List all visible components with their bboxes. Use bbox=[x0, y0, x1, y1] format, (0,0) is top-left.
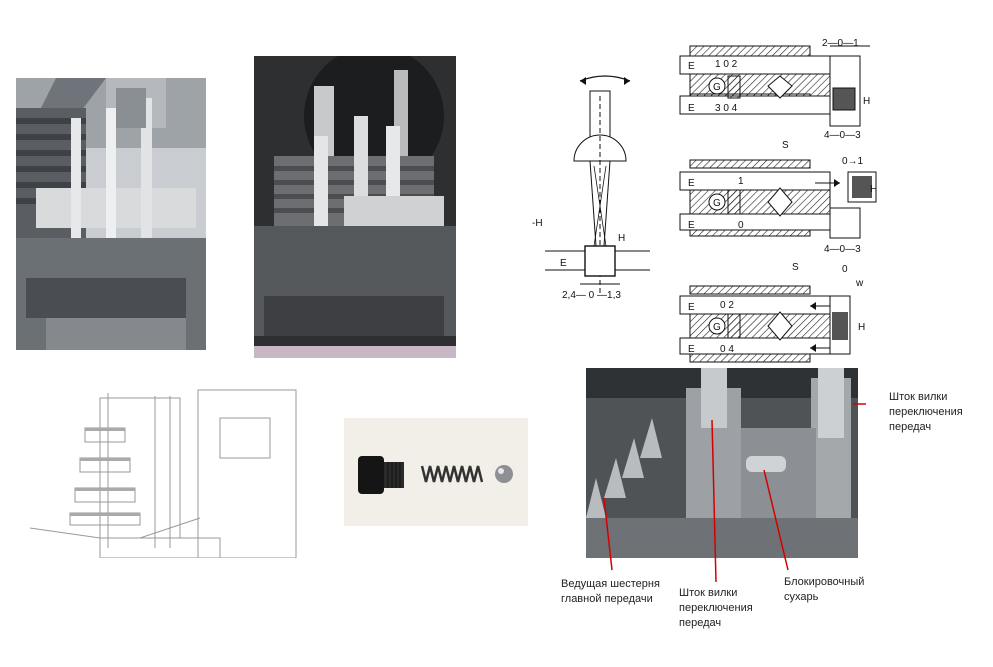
interlock-schematic: -H H E 2,4— 0 —1,3 2—0—1 1 0 2 3 0 4 G H… bbox=[530, 36, 878, 366]
minus-h-label: -H bbox=[532, 218, 543, 229]
row3-bot-nums: 0 4 bbox=[720, 344, 734, 355]
row3-g: G bbox=[713, 322, 721, 333]
label-shift-fork-shaft-right: Шток вилки переключения передач bbox=[889, 391, 963, 433]
label-drive-gear: Ведущая шестерня главной передачи bbox=[561, 578, 660, 605]
row1-h: H bbox=[863, 96, 870, 107]
plug-spring-ball-photo bbox=[344, 418, 528, 526]
row2-e-bottom: E bbox=[688, 220, 695, 231]
top-scale: 2—0—1 bbox=[822, 38, 859, 49]
row3-w: w bbox=[855, 278, 864, 289]
h-label: H bbox=[618, 233, 625, 244]
lever-scale: 2,4— 0 —1,3 bbox=[562, 290, 621, 301]
row1-scale: 4—0—3 bbox=[824, 130, 861, 141]
row1-bot-nums: 3 0 4 bbox=[715, 103, 738, 114]
row2-arrow: 0→1 bbox=[842, 156, 864, 167]
shaft-housing-photo bbox=[586, 368, 858, 558]
pointer-shaft-mid bbox=[711, 419, 717, 583]
pointer-lock-pin bbox=[763, 469, 789, 571]
row1-g: G bbox=[713, 82, 721, 93]
gearbox-photo-1 bbox=[16, 78, 206, 350]
row3-h: H bbox=[858, 322, 865, 333]
interlock-state-3 bbox=[679, 285, 851, 363]
row2-g: G bbox=[713, 198, 721, 209]
gearbox-line-drawing bbox=[30, 388, 300, 558]
shift-lever-drawing bbox=[545, 75, 650, 296]
e-label: E bbox=[560, 258, 567, 269]
row2-h: H bbox=[870, 184, 877, 195]
row1-top-nums: 1 0 2 bbox=[715, 59, 738, 70]
s-label-1: S bbox=[782, 140, 789, 151]
row3-top-nums: 0 2 bbox=[720, 300, 734, 311]
label-lock-pin: Блокировочный сухарь bbox=[784, 576, 865, 603]
gearbox-photo-2 bbox=[254, 56, 456, 358]
row2-e-top: E bbox=[688, 178, 695, 189]
label-shift-fork-shaft-mid: Шток вилки переключения передач bbox=[679, 587, 753, 629]
row1-e-bottom: E bbox=[688, 103, 695, 114]
row2-scale: 4—0—3 bbox=[824, 244, 861, 255]
row2-top-num: 1 bbox=[738, 176, 744, 187]
interlock-state-2 bbox=[679, 159, 877, 239]
row3-zero: 0 bbox=[842, 264, 848, 275]
row2-bot-num: 0 bbox=[738, 220, 744, 231]
interlock-state-1 bbox=[679, 45, 870, 127]
pointer-drive-gear bbox=[603, 497, 613, 571]
s-label-2: S bbox=[792, 262, 799, 273]
row3-e-bottom: E bbox=[688, 344, 695, 355]
row3-e-top: E bbox=[688, 302, 695, 313]
row1-e-top: E bbox=[688, 61, 695, 72]
